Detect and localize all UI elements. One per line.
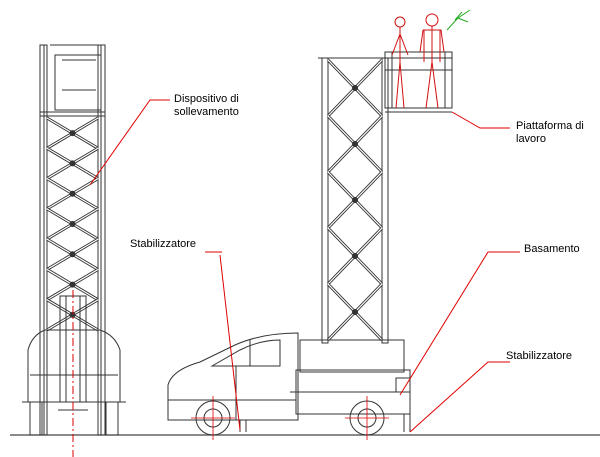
tool-icon	[446, 9, 471, 31]
leader-work-platform	[451, 111, 510, 129]
side-view	[167, 51, 453, 436]
label-work-platform: Piattaforma di lavoro	[516, 120, 584, 145]
leader-lifting-device	[89, 99, 170, 186]
scissor-pivot	[352, 309, 358, 315]
label-stabilizer-right: Stabilizzatore	[506, 350, 573, 362]
left-scissor-links	[46, 116, 99, 332]
leader-lines	[89, 99, 520, 433]
rear-vehicle-body	[27, 329, 121, 403]
label-base: Basamento	[524, 243, 580, 255]
scissor-pivot	[69, 190, 76, 197]
scissor-pivot	[69, 130, 76, 137]
leader-stabilizer-left	[219, 254, 241, 431]
leader-base	[399, 251, 520, 396]
scissor-pivot	[69, 160, 76, 167]
scissor-pivot	[69, 251, 76, 258]
scissor-pivot	[69, 221, 76, 227]
truck-cab	[167, 332, 299, 421]
scissor-pivot	[352, 85, 358, 91]
label-stabilizer-left: Stabilizzatore	[130, 238, 197, 250]
label-lifting-device: Dispositivo di sollevamento	[174, 93, 239, 118]
scissor-pivot	[352, 253, 358, 259]
side-mast-front	[321, 57, 329, 344]
scissor-pivot	[352, 141, 358, 147]
rear-view	[22, 44, 126, 436]
scissor-pivot	[69, 281, 76, 288]
mast-top-guard	[54, 54, 102, 111]
worker-figures	[391, 13, 445, 109]
scissor-pivot	[352, 197, 358, 203]
truck-windows	[210, 339, 281, 367]
right-scissor-links	[326, 58, 384, 342]
leader-stabilizer-right	[409, 361, 510, 433]
side-mast-rear	[381, 57, 389, 344]
